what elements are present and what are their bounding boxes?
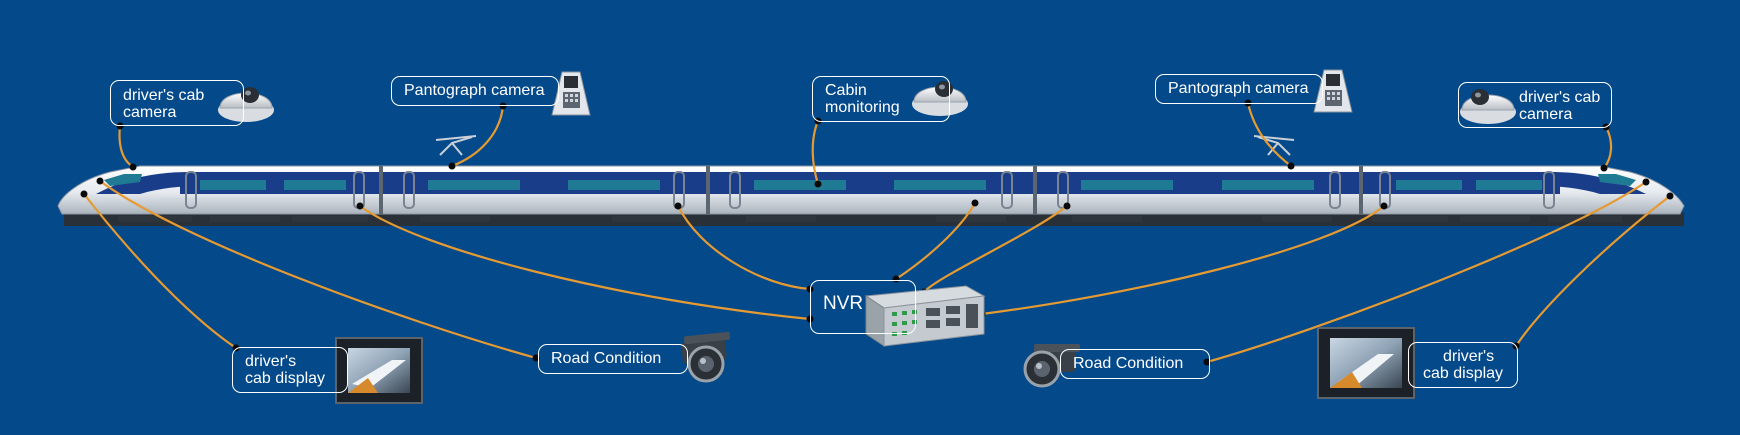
dome-camera-icon (218, 87, 274, 122)
cable (1246, 102, 1292, 167)
cable (1515, 195, 1671, 347)
window (284, 180, 346, 190)
road-condition-left-label: Road Condition (538, 344, 688, 374)
car-joint-1 (379, 166, 383, 214)
label-line: driver's (245, 353, 297, 370)
bullet-camera-icon (681, 331, 731, 383)
window (1081, 180, 1173, 190)
train-stripe-lower (180, 184, 1560, 194)
pantograph-camera-right-label: Pantograph camera (1155, 74, 1323, 104)
window (428, 180, 520, 190)
pantograph-icon (435, 135, 477, 156)
label-line: Cabin (825, 82, 867, 99)
cab-camera-left-label: driver's cab camera (110, 80, 244, 126)
bogie (1262, 216, 1332, 222)
bogie (612, 216, 682, 222)
bogie (118, 216, 192, 222)
label-line: driver's cab (1519, 89, 1601, 106)
label-line: driver's (1443, 348, 1495, 365)
cab-display-right-label: driver's cab display (1408, 342, 1518, 388)
bogie (1548, 216, 1622, 222)
dome-camera-icon (912, 81, 968, 116)
cable (1603, 126, 1613, 169)
window (754, 180, 846, 190)
cable (83, 193, 237, 349)
bogie (1460, 216, 1530, 222)
car-joint-2 (706, 166, 710, 214)
cable (895, 202, 976, 280)
cable (981, 205, 1385, 316)
car-joint-3 (1033, 166, 1037, 214)
bogie (292, 216, 368, 222)
label-line: monitoring (825, 99, 900, 116)
door (185, 171, 197, 209)
label-line: camera (123, 104, 177, 121)
train-skirt (64, 212, 1684, 226)
label-line: cab display (245, 370, 326, 387)
road-condition-right-label: Road Condition (1060, 349, 1210, 379)
bogie (936, 216, 1006, 222)
label-line: Road Condition (1073, 355, 1184, 372)
dome-camera-icon (1460, 89, 1516, 124)
train-trim-line (160, 198, 1580, 200)
cable (118, 125, 134, 168)
cable (1206, 181, 1647, 364)
bogie (210, 216, 280, 222)
door (1329, 171, 1341, 209)
cables (83, 102, 1671, 364)
train-windows (200, 180, 1542, 190)
monitor-icon (335, 337, 423, 404)
label-line: cab display (1423, 365, 1504, 382)
train-stripe (96, 172, 1646, 194)
bogie (1372, 216, 1448, 222)
label-line: camera (1519, 106, 1573, 123)
cabin-monitoring-label: Cabin monitoring (812, 76, 950, 122)
label-line: driver's cab (123, 87, 205, 104)
bogie (746, 216, 816, 222)
window (1476, 180, 1542, 190)
pantograph-camera-icon (551, 71, 591, 116)
bogie (1072, 216, 1142, 222)
cable (811, 120, 820, 185)
cab-camera-right-label: driver's cab camera (1458, 82, 1612, 128)
cab-windshield-right (1598, 174, 1636, 186)
nvr-label: NVR (810, 280, 916, 334)
window (1222, 180, 1314, 190)
train-doors (185, 171, 1555, 209)
label-line: Pantograph camera (1168, 80, 1309, 97)
monitor-icon (1317, 327, 1415, 399)
cab-windshield-left (104, 174, 142, 186)
cab-display-left-label: driver's cab display (232, 347, 348, 393)
cable (359, 205, 811, 321)
pantograph-camera-left-label: Pantograph camera (391, 76, 559, 106)
label-line: Pantograph camera (404, 82, 545, 99)
door (403, 171, 415, 209)
window (568, 180, 660, 190)
cable (677, 205, 811, 291)
door (729, 171, 741, 209)
cable (923, 205, 1068, 293)
bogie (420, 216, 490, 222)
door (1543, 171, 1555, 209)
window (1396, 180, 1462, 190)
train-bogies (118, 216, 1622, 222)
window (200, 180, 266, 190)
label-line: NVR (823, 293, 864, 314)
car-joint-4 (1359, 166, 1363, 214)
train (57, 165, 1685, 226)
cable (99, 180, 537, 360)
window (894, 180, 986, 190)
door (1001, 171, 1013, 209)
label-line: Road Condition (551, 350, 662, 367)
cable (451, 105, 505, 168)
